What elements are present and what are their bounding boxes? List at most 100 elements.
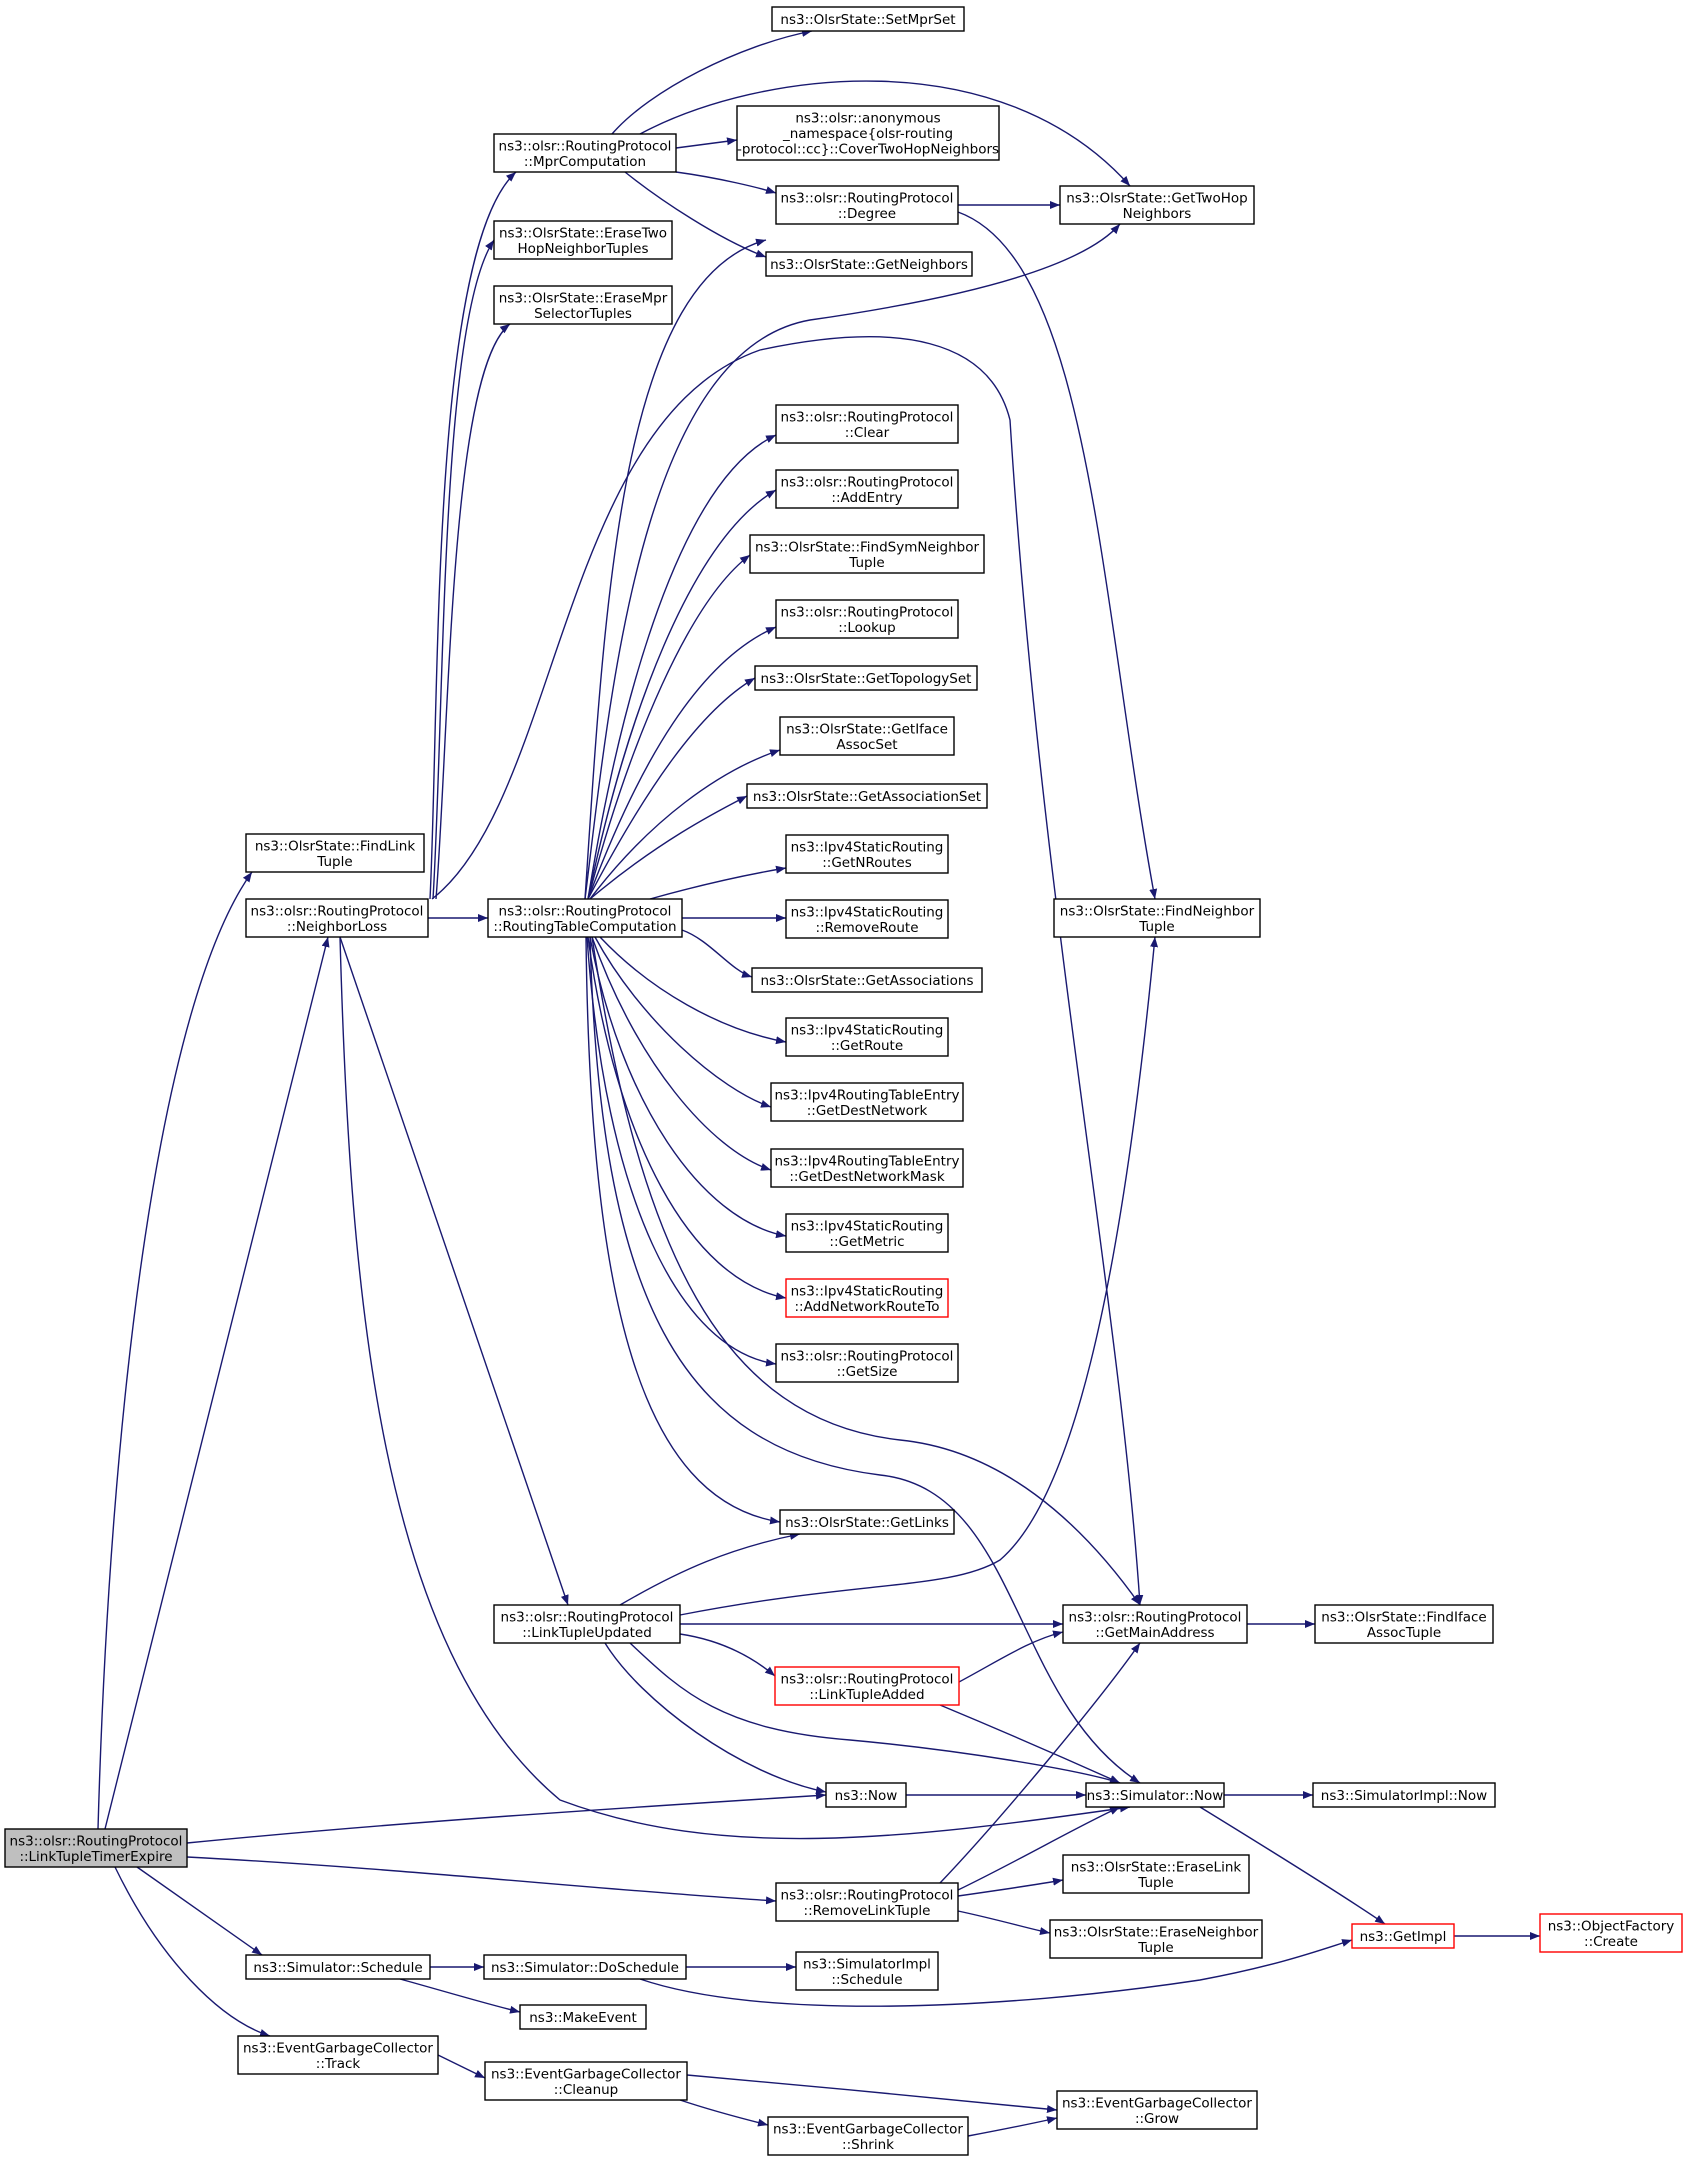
node-dosched[interactable]: ns3::Simulator::DoSchedule [483, 1954, 687, 1980]
node-root[interactable]: ns3::olsr::RoutingProtocol::LinkTupleTim… [4, 1828, 188, 1868]
node-box [1539, 1913, 1683, 1953]
node-getassocset[interactable]: ns3::OlsrState::GetAssociationSet [746, 783, 988, 809]
edge-ltupd-to-findnb [679, 936, 1159, 1616]
node-label: ns3::OlsrState::EraseMpr [499, 290, 668, 306]
node-makeev[interactable]: ns3::MakeEvent [519, 2004, 647, 2030]
node-label: ::MprComputation [524, 154, 646, 170]
edge-rtcomp-to-getmetric [589, 936, 787, 1239]
node-gettopo[interactable]: ns3::OlsrState::GetTopologySet [754, 665, 978, 691]
edge-root-to-nloss [104, 936, 330, 1830]
node-setmpr[interactable]: ns3::OlsrState::SetMprSet [771, 6, 965, 32]
node-cover2hop[interactable]: ns3::olsr::anonymous_namespace{olsr-rout… [736, 105, 1000, 161]
node-lookup[interactable]: ns3::olsr::RoutingProtocol::Lookup [775, 599, 959, 639]
node-box [493, 285, 673, 325]
node-label: ::GetDestNetworkMask [789, 1169, 945, 1185]
node-egcshrink[interactable]: ns3::EventGarbageCollector::Shrink [767, 2116, 969, 2156]
node-box [1314, 1604, 1494, 1644]
node-mprcomp[interactable]: ns3::olsr::RoutingProtocol::MprComputati… [493, 133, 677, 173]
node-egcclean[interactable]: ns3::EventGarbageCollector::Cleanup [484, 2061, 688, 2101]
node-box [487, 898, 683, 938]
node-label: ns3::OlsrState::SetMprSet [780, 12, 955, 28]
node-objfact[interactable]: ns3::ObjectFactory::Create [1539, 1913, 1683, 1953]
node-box [749, 534, 985, 574]
node-addentry[interactable]: ns3::olsr::RoutingProtocol::AddEntry [775, 469, 959, 509]
node-label: ::Track [316, 2056, 361, 2072]
edge-rtcomp-to-getnb [584, 238, 767, 900]
node-getimpl[interactable]: ns3::GetImpl [1351, 1923, 1455, 1949]
node-nloss[interactable]: ns3::olsr::RoutingProtocol::NeighborLoss [245, 898, 429, 938]
node-box [519, 2004, 647, 2030]
node-box [1312, 1782, 1496, 1808]
node-box [484, 2061, 688, 2101]
edge-egcshrink-to-egcgrow [967, 2116, 1058, 2137]
node-getmain[interactable]: ns3::olsr::RoutingProtocol::GetMainAddre… [1062, 1604, 1248, 1644]
node-rmroute[interactable]: ns3::Ipv4StaticRouting::RemoveRoute [785, 899, 949, 939]
node-getassoc[interactable]: ns3::OlsrState::GetAssociations [751, 967, 983, 993]
node-label: ::AddEntry [831, 490, 902, 506]
node-simnow[interactable]: ns3::Simulator::Now [1085, 1782, 1225, 1808]
edge-rtcomp-to-getassocset [589, 795, 748, 900]
node-label: ns3::OlsrState::GetAssociationSet [753, 789, 981, 805]
node-label: ns3::ObjectFactory [1548, 1918, 1675, 1934]
node-getroute[interactable]: ns3::Ipv4StaticRouting::GetRoute [785, 1017, 949, 1057]
node-label: _namespace{olsr-routing [782, 126, 953, 142]
node-addnetroute[interactable]: ns3::Ipv4StaticRouting::AddNetworkRouteT… [785, 1278, 949, 1318]
node-egcgrow[interactable]: ns3::EventGarbageCollector::Grow [1056, 2090, 1258, 2130]
node-label: ns3::EventGarbageCollector [1062, 2095, 1252, 2111]
edge-rtcomp-to-getdestnet [594, 936, 772, 1108]
node-box [775, 404, 959, 444]
node-ltadded[interactable]: ns3::olsr::RoutingProtocol::LinkTupleAdd… [774, 1666, 960, 1706]
node-clear[interactable]: ns3::olsr::RoutingProtocol::Clear [775, 404, 959, 444]
node-erase2hop[interactable]: ns3::OlsrState::EraseTwoHopNeighborTuple… [493, 220, 673, 260]
node-box [493, 133, 677, 173]
node-label: ns3::Ipv4StaticRouting [791, 1283, 944, 1299]
node-label: ::LinkTupleAdded [809, 1687, 924, 1703]
node-label: ns3::OlsrState::EraseTwo [499, 225, 667, 241]
node-now[interactable]: ns3::Now [825, 1782, 907, 1808]
node-label: ns3::OlsrState::FindLink [255, 838, 416, 854]
node-degree[interactable]: ns3::olsr::RoutingProtocol::Degree [775, 185, 959, 225]
node-getnb[interactable]: ns3::OlsrState::GetNeighbors [765, 251, 973, 277]
edge-rtcomp-to-getmain [591, 936, 1141, 1606]
node-rmlt[interactable]: ns3::olsr::RoutingProtocol::RemoveLinkTu… [775, 1882, 959, 1922]
node-label: ns3::Ipv4StaticRouting [791, 839, 944, 855]
node-getlinks[interactable]: ns3::OlsrState::GetLinks [779, 1509, 955, 1535]
node-box [770, 1148, 964, 1188]
edge-rtcomp-to-getnroutes [649, 865, 787, 900]
node-getdestnet[interactable]: ns3::Ipv4RoutingTableEntry::GetDestNetwo… [770, 1082, 964, 1122]
edge-nloss-to-erasempr [435, 323, 511, 900]
node-label: ns3::olsr::RoutingProtocol [781, 1887, 954, 1903]
node-simimplsched[interactable]: ns3::SimulatorImpl::Schedule [795, 1951, 939, 1991]
node-label: ::GetNRoutes [822, 855, 911, 871]
node-box [4, 1828, 188, 1868]
node-ltupd[interactable]: ns3::olsr::RoutingProtocol::LinkTupleUpd… [493, 1604, 681, 1644]
node-box [775, 1343, 959, 1383]
node-label: ns3::olsr::RoutingProtocol [781, 1671, 954, 1687]
node-label: ::Degree [838, 206, 896, 222]
node-label: ns3::olsr::RoutingProtocol [781, 409, 954, 425]
node-getdestmask[interactable]: ns3::Ipv4RoutingTableEntry::GetDestNetwo… [770, 1148, 964, 1188]
node-getmetric[interactable]: ns3::Ipv4StaticRouting::GetMetric [785, 1213, 949, 1253]
node-egctrack[interactable]: ns3::EventGarbageCollector::Track [237, 2035, 439, 2075]
node-sched[interactable]: ns3::Simulator::Schedule [245, 1954, 431, 1980]
node-box [775, 469, 959, 509]
node-box [1049, 1919, 1263, 1959]
node-label: ns3::olsr::RoutingProtocol [1069, 1609, 1242, 1625]
node-getnroutes[interactable]: ns3::Ipv4StaticRouting::GetNRoutes [785, 834, 949, 874]
node-getsize[interactable]: ns3::olsr::RoutingProtocol::GetSize [775, 1343, 959, 1383]
edge-ltupd-to-now [604, 1642, 827, 1794]
node-rtcomp[interactable]: ns3::olsr::RoutingProtocol::RoutingTable… [487, 898, 683, 938]
node-label: ::RemoveRoute [815, 920, 918, 936]
edge-degree-to-findnb [957, 211, 1158, 900]
edge-rtcomp-to-addnetroute [587, 936, 787, 1301]
node-simimplnow[interactable]: ns3::SimulatorImpl::Now [1312, 1782, 1496, 1808]
